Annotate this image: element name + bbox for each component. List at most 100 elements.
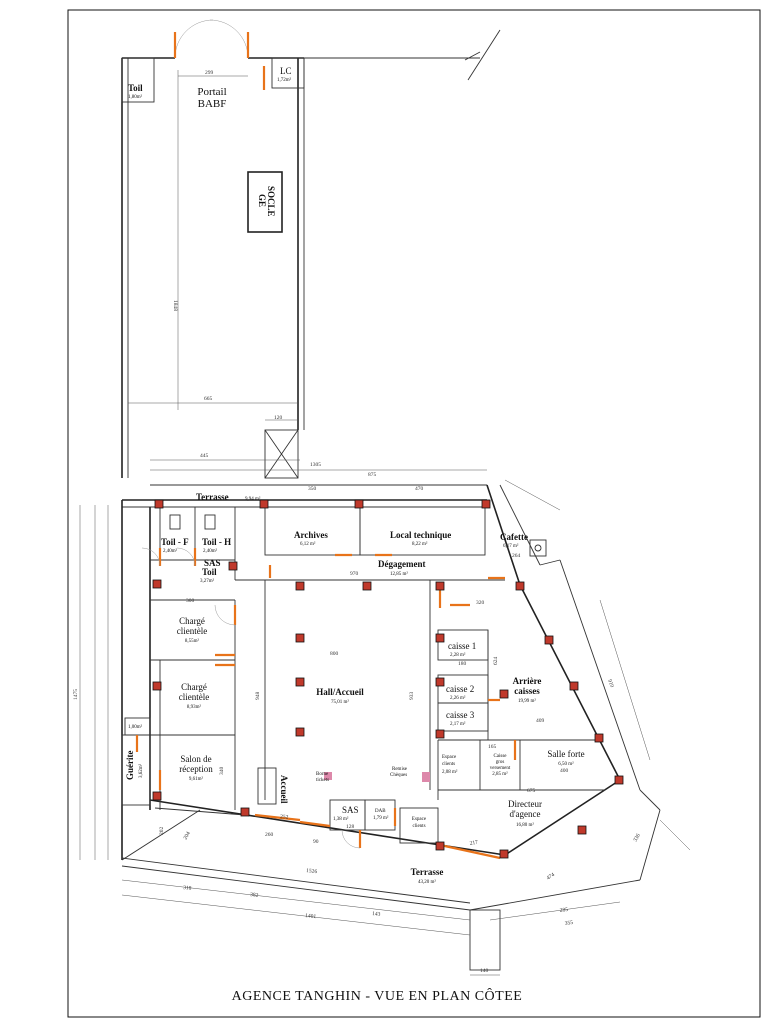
plan-title: AGENCE TANGHIN - VUE EN PLAN CÔTEE	[232, 987, 523, 1004]
dim-470: 470	[415, 486, 424, 492]
north-arrow	[464, 29, 501, 81]
room-cafette-name: Cafette	[500, 532, 528, 542]
dim-128: 128	[346, 824, 355, 830]
room-dab-area: 1,79 m²	[373, 815, 389, 821]
dim-910: 910	[606, 679, 615, 689]
room-toil-h-name: Toil - H	[202, 537, 231, 547]
room-toil-f-area: 2,40m²	[163, 548, 178, 554]
room-lc-area: 1,72m²	[277, 77, 292, 83]
dim-1526: 1526	[306, 868, 318, 875]
dim-624: 624	[493, 657, 499, 666]
socle-name2: GE	[257, 194, 267, 207]
room-salle-forte-area: 6,50 m²	[558, 761, 574, 767]
dim-445: 445	[200, 453, 209, 459]
dim-320: 320	[476, 600, 485, 606]
socle-name1: SOCLE	[266, 186, 276, 217]
room-espace1-area: 2,08 m²	[442, 769, 458, 775]
dim-217: 217	[469, 840, 478, 847]
dim-202: 202	[159, 827, 165, 836]
room-espace1-name2: clients	[442, 762, 455, 767]
dim-143: 143	[372, 911, 381, 918]
dim-409: 409	[536, 718, 545, 724]
room-espace2-name2: clients	[412, 824, 425, 829]
room-salon-name1: Salon de	[180, 754, 211, 764]
room-salon-area: 9,61m²	[189, 776, 204, 782]
room-arriere-area: 19,99 m²	[518, 698, 536, 704]
dim-350: 350	[308, 486, 317, 492]
room-charge1-name1: Chargé	[179, 616, 205, 626]
room-sas-toil-name1: SAS	[204, 558, 221, 568]
dim-382: 382	[250, 892, 259, 899]
room-local-tech-area: 8,22 m²	[412, 541, 428, 547]
room-degagement-area: 12,85 m²	[390, 571, 408, 577]
room-small-area: 1,00m²	[128, 724, 143, 730]
dim-260: 260	[265, 832, 274, 838]
room-toil-f-name: Toil - F	[161, 537, 189, 547]
room-charge1-area: 8,55m²	[185, 638, 200, 644]
accueil-label: Accueil	[279, 775, 289, 804]
room-arriere-name2: caisses	[514, 686, 540, 696]
room-caisse-gros-name2: gros	[496, 760, 505, 765]
room-caisse-gros-area: 2,85 m²	[492, 771, 508, 777]
dim-299: 299	[205, 70, 214, 76]
dimension-labels: 299 1848 665 120 445 1305 875 470 350 97…	[73, 70, 642, 974]
dim-180: 180	[458, 661, 467, 667]
dim-1305: 1305	[310, 462, 321, 468]
dim-90: 90	[313, 839, 319, 845]
dim-800: 800	[330, 651, 339, 657]
remise-cheques-1: Remise	[392, 767, 408, 772]
room-toil-top-name: Toil	[128, 83, 143, 93]
room-caisse3-name: caisse 3	[446, 710, 475, 720]
portail-corridor	[121, 19, 480, 479]
dim-1848: 1848	[172, 300, 178, 311]
room-sas-entry-area: 1,38 m²	[333, 816, 349, 822]
dim-318: 318	[183, 885, 192, 892]
dim-970: 970	[350, 571, 359, 577]
room-portail-name1: Portail	[197, 86, 226, 98]
room-terrasse-bottom-name: Terrasse	[411, 867, 444, 877]
dim-165: 165	[488, 744, 497, 750]
dim-140: 140	[480, 968, 489, 974]
room-espace2-name1: Espace	[412, 817, 427, 822]
room-caisse3-area: 2,17 m²	[450, 721, 466, 727]
room-directeur-area: 16,80 m²	[516, 822, 534, 828]
room-espace1-name1: Espace	[442, 755, 457, 760]
room-toil-top-area: 1,80m²	[128, 94, 143, 100]
room-arriere-name1: Arrière	[513, 676, 542, 686]
room-caisse-gros-name3: versement	[490, 766, 511, 771]
dim-933: 933	[409, 692, 415, 701]
borne-tickets-2: tickets	[316, 778, 329, 783]
dim-252: 252	[280, 814, 289, 821]
dim-400: 400	[560, 768, 569, 774]
room-cafette-area: 6,17 m²	[503, 543, 519, 549]
room-hall-area: 75,01 m²	[331, 699, 349, 705]
room-portail-name2: BABF	[198, 98, 227, 110]
room-sas-toil-area: 3,27m²	[200, 578, 215, 584]
room-sas-toil-name2: Toil	[202, 567, 217, 577]
dim-675: 675	[527, 788, 536, 794]
interior-walls	[121, 506, 605, 844]
room-directeur-name1: Directeur	[508, 799, 542, 809]
room-archives-name: Archives	[294, 530, 328, 540]
room-sas-entry-name: SAS	[342, 805, 359, 815]
room-charge2-name1: Chargé	[181, 682, 207, 692]
dim-1401: 1401	[305, 913, 317, 920]
dim-948: 948	[255, 692, 261, 701]
sheet-frame	[67, 9, 761, 1018]
dim-336: 336	[633, 833, 642, 843]
dim-285: 285	[559, 907, 568, 914]
dim-355: 355	[564, 920, 573, 927]
room-caisse-gros-name1: Caisse	[493, 754, 507, 759]
room-lc-name: LC	[280, 66, 292, 76]
room-hall-name: Hall/Accueil	[316, 687, 364, 697]
room-caisse2-area: 2,26 m²	[450, 695, 466, 701]
room-labels: Toil 1,80m² LC 1,72m² Portail BABF SOCLE…	[125, 66, 585, 885]
room-terrasse-top-area: 9,94 m²	[245, 496, 261, 502]
room-caisse1-area: 2,28 m²	[450, 652, 466, 658]
dim-204: 204	[183, 831, 192, 841]
room-dab-name: DAB	[375, 809, 386, 814]
dim-875: 875	[368, 472, 377, 478]
dim-665: 665	[204, 396, 213, 402]
room-charge2-name2: clientèle	[179, 692, 209, 702]
room-guerite-name: Guérite	[125, 751, 135, 781]
